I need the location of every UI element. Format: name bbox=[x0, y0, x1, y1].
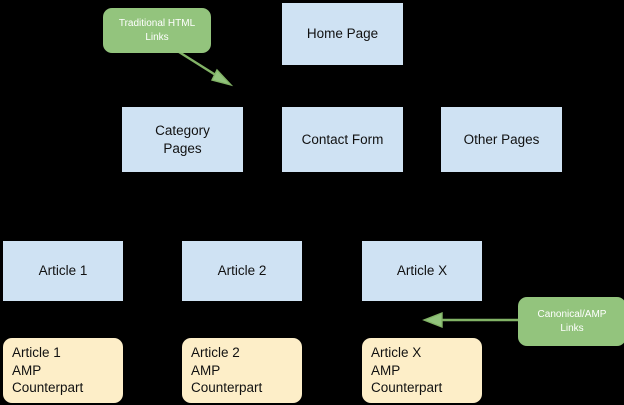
node-other-pages-label: Other Pages bbox=[463, 131, 540, 147]
node-category-pages[interactable]: Category Pages bbox=[122, 107, 243, 172]
node-amp-counterpart-x[interactable]: Article X AMP Counterpart bbox=[362, 338, 482, 403]
callout-canonical-amp-links[interactable]: Canonical/AMP Links bbox=[518, 297, 624, 346]
node-article-2-label: Article 2 bbox=[217, 263, 267, 279]
callout-traditional-html-links-label: Traditional HTML Links bbox=[118, 18, 196, 43]
node-article-1[interactable]: Article 1 bbox=[3, 241, 123, 301]
node-other-pages[interactable]: Other Pages bbox=[441, 107, 562, 172]
node-article-x[interactable]: Article X bbox=[362, 241, 482, 301]
traditional-html-links-arrow bbox=[178, 50, 234, 87]
node-amp-counterpart-1[interactable]: Article 1 AMP Counterpart bbox=[3, 338, 123, 403]
node-amp-counterpart-2[interactable]: Article 2 AMP Counterpart bbox=[182, 338, 302, 403]
node-amp-counterpart-1-label: Article 1 AMP Counterpart bbox=[12, 344, 84, 396]
node-article-2[interactable]: Article 2 bbox=[182, 241, 302, 301]
node-home-page[interactable]: Home Page bbox=[282, 3, 403, 65]
node-contact-form-label: Contact Form bbox=[301, 131, 384, 147]
node-contact-form[interactable]: Contact Form bbox=[282, 107, 403, 172]
callout-canonical-amp-links-label: Canonical/AMP Links bbox=[537, 309, 607, 334]
node-amp-counterpart-2-label: Article 2 AMP Counterpart bbox=[191, 344, 263, 396]
node-category-pages-label: Category Pages bbox=[155, 123, 210, 156]
node-home-page-label: Home Page bbox=[306, 26, 379, 42]
canonical-amp-links-arrow bbox=[422, 311, 518, 329]
node-article-1-label: Article 1 bbox=[38, 263, 88, 279]
callout-traditional-html-links[interactable]: Traditional HTML Links bbox=[103, 8, 211, 53]
node-article-x-label: Article X bbox=[396, 263, 448, 279]
node-amp-counterpart-x-label: Article X AMP Counterpart bbox=[371, 344, 443, 396]
